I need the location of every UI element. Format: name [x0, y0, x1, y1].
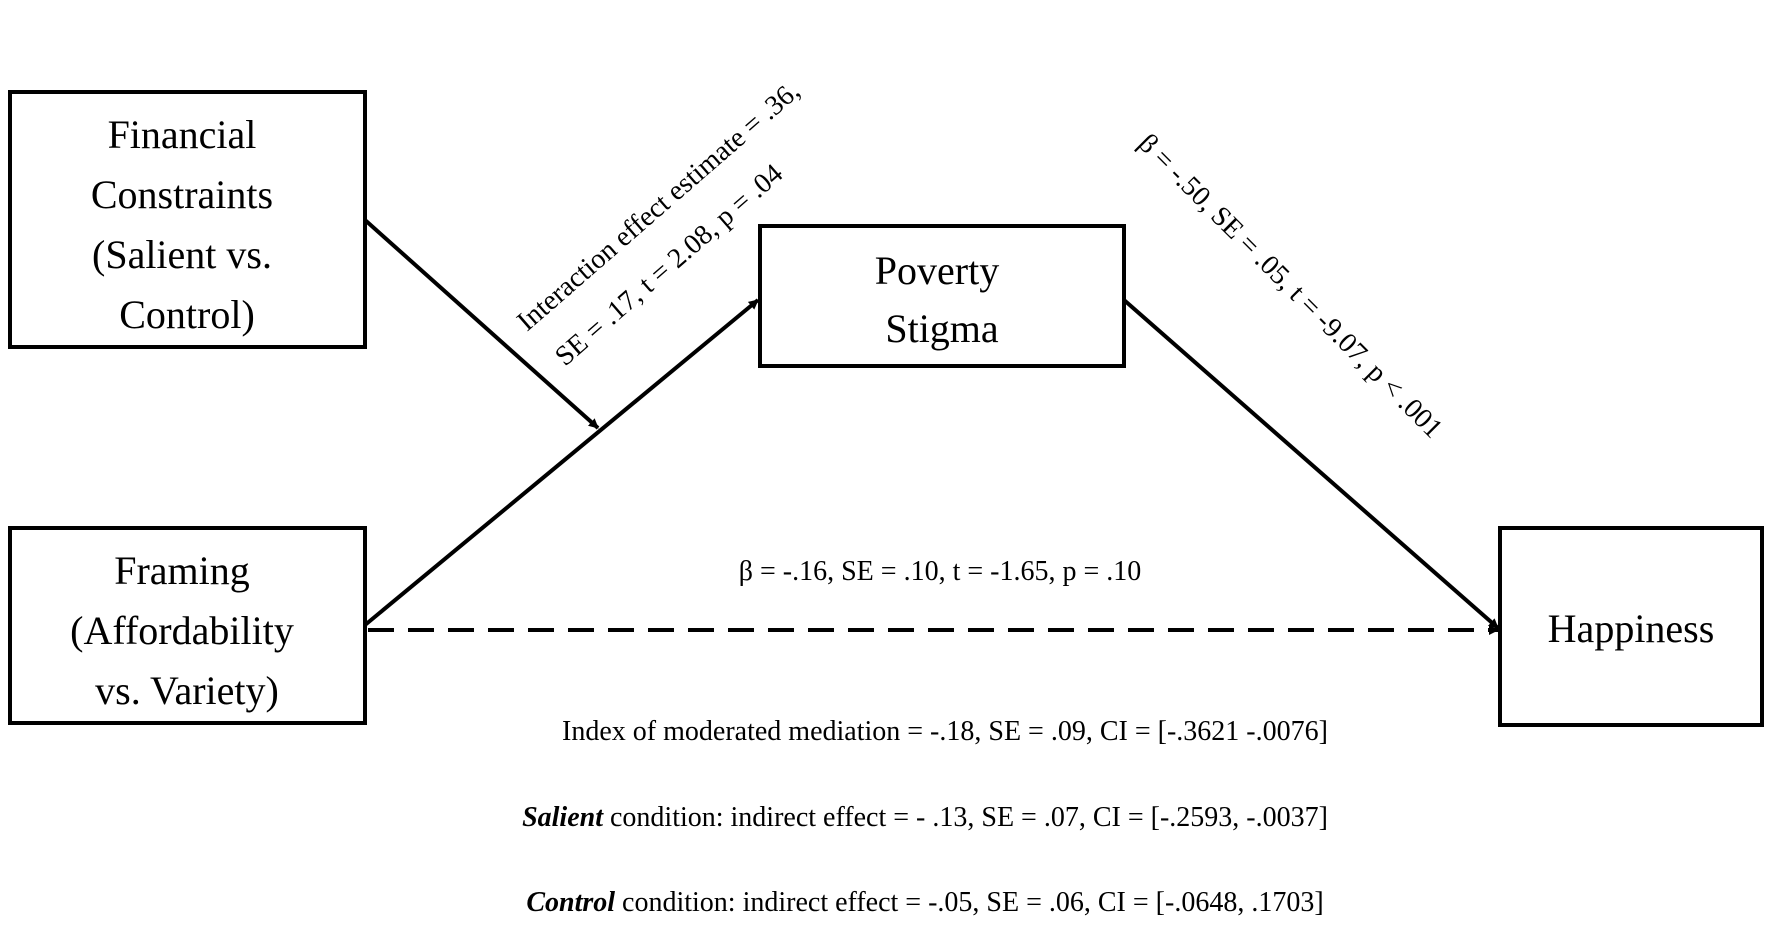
salient-stats-text: condition: indirect effect = - .13, SE =…: [603, 802, 1328, 833]
salient-label: Salient: [522, 802, 604, 833]
happiness-label: Happiness: [1548, 606, 1715, 651]
control-label: Control: [526, 887, 615, 918]
direct-effect-label: β = -.16, SE = .10, t = -1.65, p = .10: [739, 556, 1142, 587]
happiness-box: [1498, 526, 1764, 727]
framing-box: [8, 526, 367, 725]
control-stats-text: condition: indirect effect = -.05, SE = …: [615, 887, 1324, 918]
moderation-arrow: [363, 218, 600, 430]
salient-condition-stats: Salient condition: indirect effect = - .…: [522, 802, 1328, 833]
control-condition-stats: Control condition: indirect effect = -.0…: [526, 887, 1323, 918]
poverty-stigma-box: [758, 224, 1126, 368]
framing-label: Framing (Affordability vs. Variety): [70, 548, 304, 713]
poverty-stigma-label: Poverty Stigma: [875, 248, 1009, 351]
financial-constraints-label: Financial Constraints (Salient vs. Contr…: [91, 112, 283, 337]
moderated-mediation-index: Index of moderated mediation = -.18, SE …: [562, 716, 1328, 747]
stigma-to-happiness-arrow: [1122, 298, 1500, 630]
framing-to-stigma-arrow: [363, 298, 760, 627]
stigma-to-happiness-label: β = -.50, SE = .05, t = -9.07, p < .001: [1132, 128, 1448, 444]
financial-constraints-box: [8, 90, 367, 349]
